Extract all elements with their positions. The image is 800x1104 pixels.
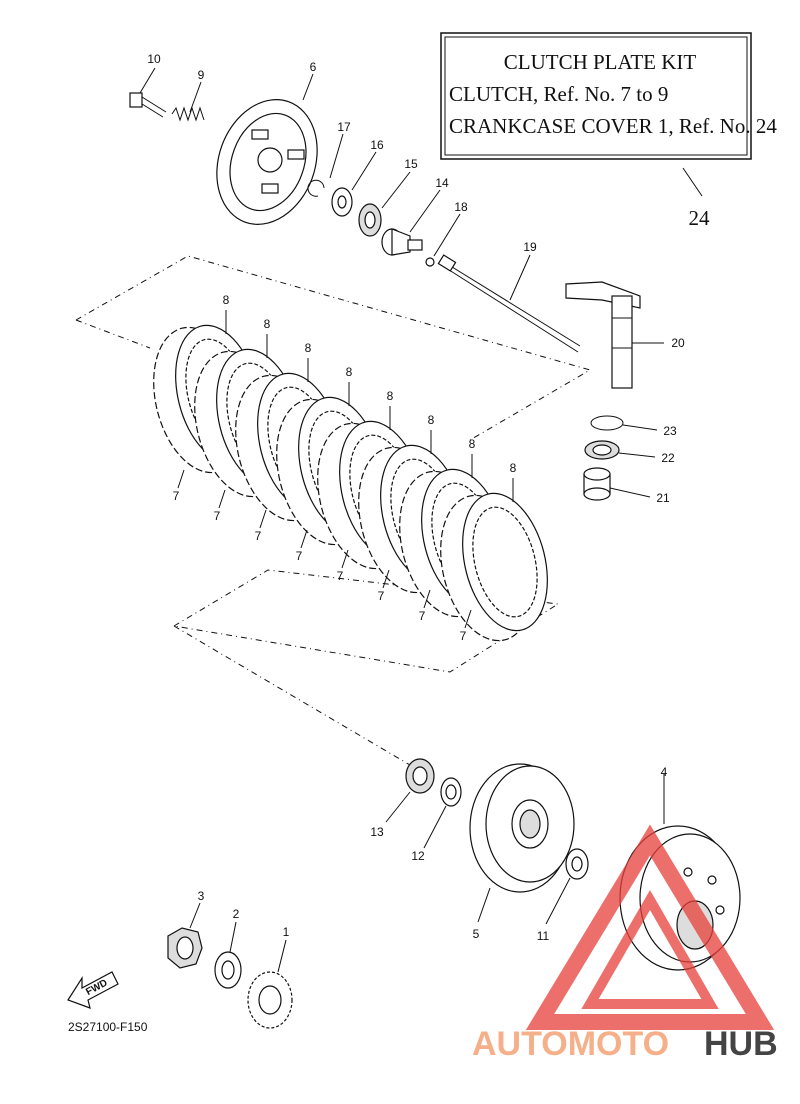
callout-7: 7 [419, 609, 426, 623]
kit-ref-24: 24 [689, 206, 711, 230]
callout-8: 8 [346, 365, 353, 379]
callout-8: 8 [510, 461, 517, 475]
part-23-circlip: 23 [590, 415, 677, 438]
callout-18: 18 [454, 200, 468, 214]
clutch-plate-stack: 8 7 8 7 8 7 8 7 8 7 8 7 8 7 8 7 [153, 293, 548, 643]
part-2-washer: 2 [214, 907, 242, 989]
callout-23: 23 [663, 424, 677, 438]
callout-7: 7 [460, 629, 467, 643]
callout-14: 14 [435, 176, 449, 190]
watermark-text-hub: HUB [704, 1025, 778, 1063]
leader-line-7 [423, 589, 431, 609]
callout-7: 7 [378, 589, 385, 603]
callout-1: 1 [283, 925, 290, 939]
callout-8: 8 [428, 413, 435, 427]
part-11-thrust-washer: 11 [537, 848, 589, 943]
callout-16: 16 [370, 138, 384, 152]
callout-3: 3 [198, 889, 205, 903]
part-6-pressure-plate: 6 [216, 60, 318, 225]
leader-line-7 [177, 469, 185, 489]
callout-9: 9 [198, 68, 205, 82]
part-17-circlip: 17 [307, 120, 351, 197]
callout-13: 13 [370, 825, 384, 839]
part-10-bolt: 10 [129, 52, 167, 118]
callout-7: 7 [214, 509, 221, 523]
kit-line-clutch: CLUTCH, Ref. No. 7 to 9 [449, 82, 668, 106]
callout-7: 7 [173, 489, 180, 503]
callout-7: 7 [337, 569, 344, 583]
clutch-plate-kit-box: CLUTCH PLATE KIT CLUTCH, Ref. No. 7 to 9… [440, 32, 777, 230]
part-9-spring: 9 [171, 68, 205, 122]
part-20-push-lever: 20 [565, 281, 685, 389]
callout-11: 11 [537, 929, 550, 943]
callout-7: 7 [296, 549, 303, 563]
part-22-oil-seal: 22 [584, 440, 675, 465]
leader-line-7 [300, 529, 308, 549]
clutch-plate-inner-teeth [472, 506, 538, 618]
kit-title: CLUTCH PLATE KIT [504, 50, 697, 74]
forward-arrow: FWD [67, 971, 119, 1009]
part-15-bearing: 15 [358, 157, 418, 237]
part-1-drive-gear: 1 [247, 925, 293, 1029]
callout-20: 20 [671, 336, 685, 350]
part-14-push-rod: 14 [381, 176, 449, 256]
leader-line-7 [382, 569, 390, 589]
callout-2: 2 [233, 907, 240, 921]
part-13-collar: 13 [370, 758, 435, 839]
callout-17: 17 [337, 120, 351, 134]
leader-line-7 [218, 489, 226, 509]
part-19-long-push-rod: 19 [437, 240, 581, 353]
alignment-lines [75, 255, 592, 766]
kit-line-crankcase: CRANKCASE COVER 1, Ref. No. 24 [449, 114, 777, 138]
callout-8: 8 [469, 437, 476, 451]
part-12-lock-washer: 12 [411, 777, 462, 863]
callout-8: 8 [264, 317, 271, 331]
callout-6: 6 [310, 60, 317, 74]
part-3-nut: 3 [167, 889, 205, 969]
leader-line-7 [259, 509, 267, 529]
callout-4: 4 [661, 765, 668, 779]
callout-5: 5 [473, 927, 480, 941]
callout-8: 8 [223, 293, 230, 307]
watermark-text-automoto: AUTOMOTO [472, 1025, 669, 1063]
callout-21: 21 [656, 491, 670, 505]
callout-15: 15 [404, 157, 418, 171]
callout-8: 8 [305, 341, 312, 355]
callout-19: 19 [523, 240, 537, 254]
part-16-washer: 16 [331, 138, 384, 217]
callout-10: 10 [147, 52, 161, 66]
callout-12: 12 [411, 849, 425, 863]
part-18-ball: 18 [425, 200, 468, 267]
leader-line-7 [341, 549, 349, 569]
diagram-code: 2S27100-F150 [68, 1020, 148, 1034]
watermark: AUTOMOTO HUB [472, 824, 778, 1063]
watermark-logo-icon [525, 824, 775, 1030]
part-5-clutch-boss: 5 [469, 763, 575, 941]
callout-7: 7 [255, 529, 262, 543]
part-21-bushing: 21 [583, 467, 670, 505]
leader-line-7 [464, 609, 472, 629]
callout-22: 22 [661, 451, 675, 465]
callout-8: 8 [387, 389, 394, 403]
